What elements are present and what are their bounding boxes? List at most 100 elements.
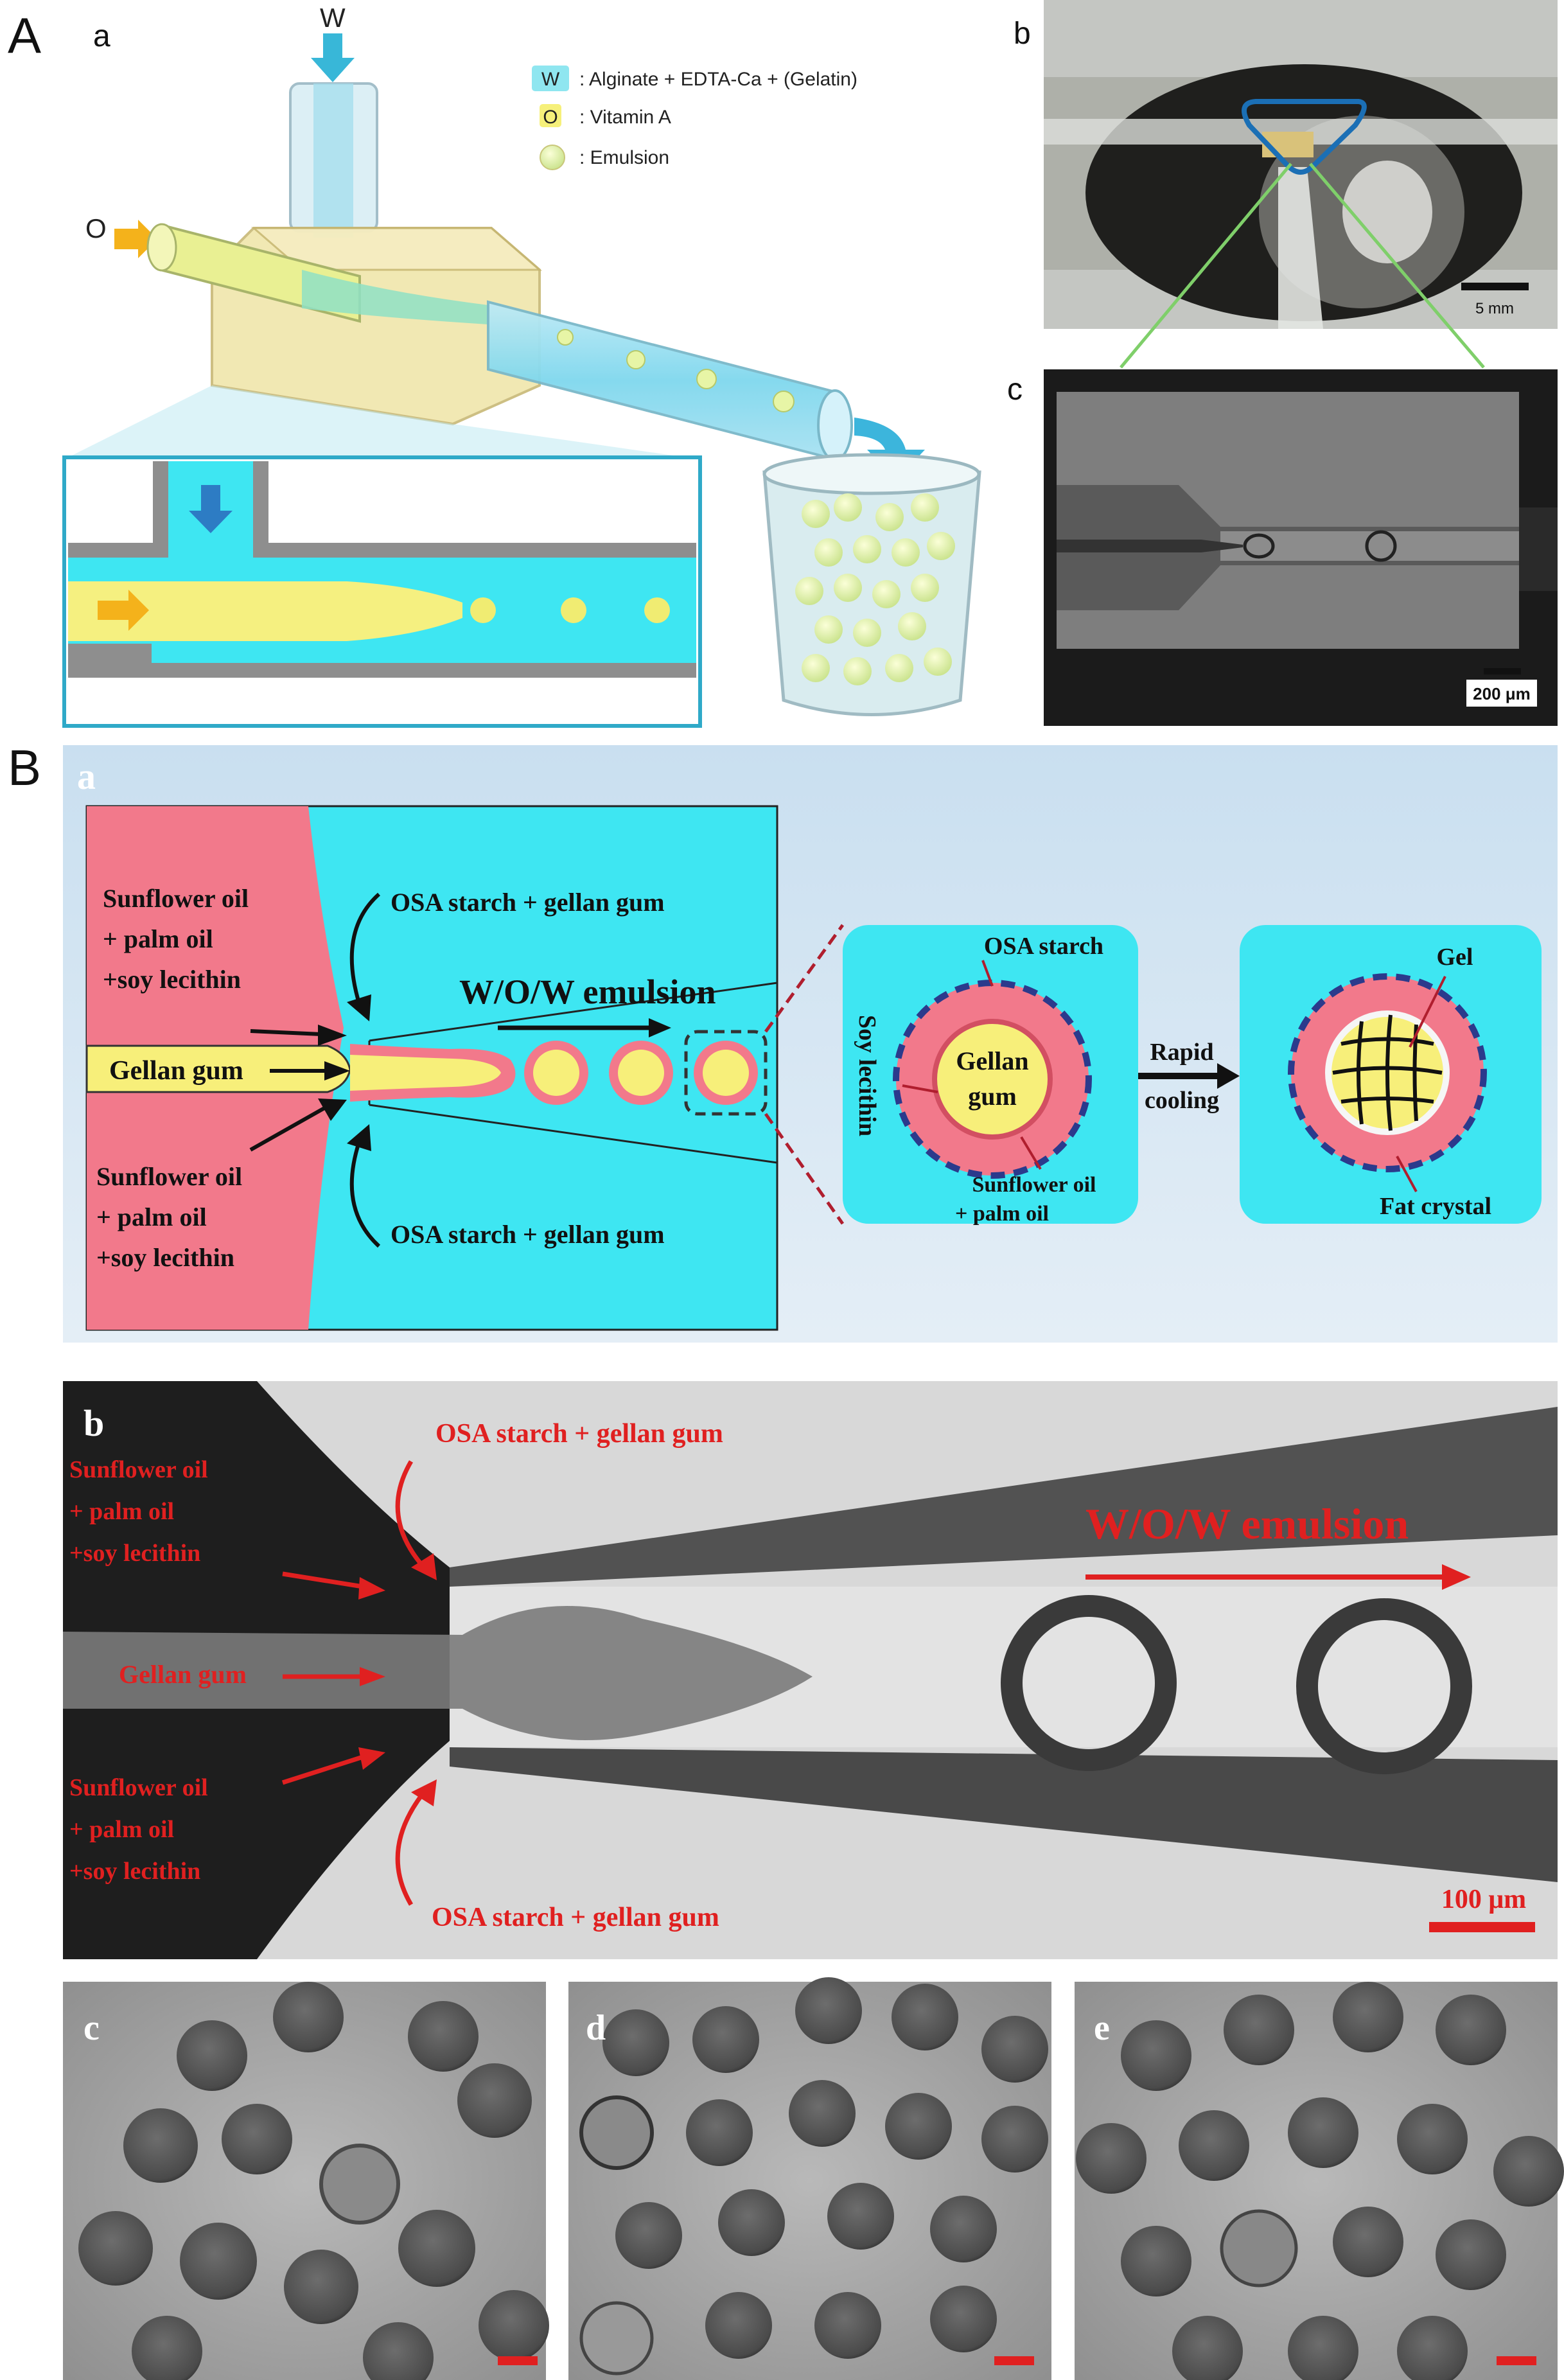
- particle: [795, 1977, 862, 2044]
- particle: [1121, 2226, 1191, 2296]
- oil-top-line-2: + palm oil: [103, 924, 213, 953]
- legend-emulsion-text: : Emulsion: [579, 147, 669, 168]
- particle: [1436, 1995, 1506, 2065]
- legend-o-box: [540, 104, 561, 127]
- bead: [875, 503, 904, 531]
- bc-particles: [78, 1982, 549, 2380]
- particle: [686, 2099, 753, 2166]
- particle: [1333, 1982, 1403, 2052]
- bc-scale-bar: [498, 2356, 538, 2365]
- oil-top-line-3: +soy lecithin: [103, 965, 241, 994]
- outlet-opening: [817, 389, 853, 461]
- particle: [579, 2301, 654, 2376]
- beaker-rim: [762, 453, 981, 495]
- particle: [930, 2286, 997, 2352]
- bead: [834, 574, 862, 602]
- bead: [898, 612, 926, 640]
- photo-scale-bar: [1461, 283, 1529, 290]
- bead: [814, 615, 843, 644]
- panel-b-d-micrograph: d: [568, 1977, 1051, 2380]
- guide-line-left: [1120, 163, 1292, 369]
- fat-crystal-pointer: [1396, 1156, 1418, 1192]
- bb-emulsion-head: [1442, 1564, 1471, 1590]
- be-particles: [1076, 1982, 1564, 2380]
- gellan-label: Gellan gum: [109, 1056, 243, 1086]
- device-photo: 5 mm: [1044, 0, 1558, 329]
- bead: [795, 577, 823, 605]
- particle: [1436, 2219, 1506, 2290]
- zoom-selection-box: [684, 1030, 768, 1116]
- bb-oil-bottom-head: [358, 1747, 385, 1770]
- inset-droplet: [644, 597, 670, 623]
- channel-inset: [62, 455, 702, 728]
- photo-scale-label: 5 mm: [1475, 300, 1514, 317]
- gelled-droplet-card: Gel Fat crystal: [1240, 925, 1542, 1224]
- bead: [802, 654, 830, 682]
- zoom-gellan-core: [932, 1019, 1053, 1140]
- particle: [789, 2080, 856, 2147]
- be-scale-bar: [1497, 2356, 1536, 2365]
- beaker-beads: [795, 493, 955, 685]
- outer-bottom-curve-arrow: [349, 1140, 381, 1248]
- bb-upper-wall: [450, 1407, 1558, 1587]
- bb-forming-droplet: [63, 1606, 813, 1740]
- zoom-oil-line-1: Sunflower oil: [972, 1173, 1096, 1197]
- micrograph-scale-bg: [1466, 680, 1537, 707]
- particle: [1288, 2097, 1358, 2168]
- bb-oil-top-arrow: [282, 1571, 364, 1589]
- panel-b-sub-e: e: [1094, 2008, 1110, 2048]
- bead: [814, 538, 843, 567]
- panel-b-letter: B: [8, 739, 41, 796]
- legend-w-box: [532, 66, 569, 91]
- bb-scale-bar: [1429, 1922, 1535, 1932]
- bead: [834, 493, 862, 522]
- o-inlet-label: O: [85, 213, 107, 243]
- bb-emulsion-label: W/O/W emulsion: [1085, 1499, 1409, 1548]
- micrograph-outlet: [1519, 507, 1558, 591]
- particle: [1172, 2316, 1243, 2380]
- bead: [872, 580, 901, 608]
- inner-thread: [350, 1055, 501, 1091]
- bead: [892, 538, 920, 567]
- fat-crystal-label: Fat crystal: [1380, 1193, 1491, 1220]
- guide-line-right: [1309, 163, 1485, 369]
- particle: [222, 2104, 292, 2174]
- particle: [615, 2202, 682, 2269]
- gellan-arrow-head: [324, 1061, 350, 1080]
- zoom-oil-pointer: [1020, 1136, 1042, 1170]
- zoom-droplet-card: Gellan gum OSA starch Soy lecithin Sunfl…: [843, 925, 1138, 1226]
- panel-a-sub-b: b: [1014, 17, 1031, 51]
- bb-oil-bottom-line-3: +soy lecithin: [69, 1858, 200, 1885]
- focusing-junction: [302, 270, 488, 324]
- photo-outlet-tube: [1278, 167, 1323, 329]
- legend-w-text: : Alginate + EDTA-Ca + (Gelatin): [579, 69, 857, 90]
- particle: [363, 2322, 434, 2380]
- oil-bottom-line-1: Sunflower oil: [96, 1162, 242, 1191]
- double-droplet-core: [703, 1050, 749, 1096]
- tube-droplet: [696, 369, 717, 389]
- particle: [398, 2210, 475, 2287]
- particle: [930, 2196, 997, 2262]
- legend-w-key: W: [541, 69, 560, 90]
- particle: [892, 1984, 958, 2050]
- tube-droplet: [773, 391, 795, 412]
- outer-top-curve-arrow: [349, 892, 380, 1006]
- bb-outer-top-arrow: [395, 1460, 426, 1569]
- particle: [1121, 2020, 1191, 2091]
- particle: [827, 2183, 894, 2250]
- bead: [911, 574, 939, 602]
- legend-emulsion-dot: [540, 145, 565, 170]
- bd-scale-bar: [994, 2356, 1034, 2365]
- bb-oil-top-head: [358, 1577, 385, 1600]
- double-droplet-core: [533, 1050, 579, 1096]
- zoom-osa-pointer: [981, 960, 994, 987]
- inset-lower-wall: [68, 644, 152, 663]
- vertical-inlet-channel: [313, 84, 353, 238]
- panel-b-c-micrograph: c: [63, 1982, 549, 2380]
- bb-oil-bottom-line-1: Sunflower oil: [69, 1774, 208, 1801]
- cooling-arrow-head: [1217, 1063, 1240, 1089]
- outlet-tube: [487, 300, 836, 461]
- chip-micrograph: 200 μm: [1044, 369, 1558, 726]
- panel-b-b-micrograph: b OSA starch + gellan gum OSA starch + g…: [63, 1381, 1558, 1959]
